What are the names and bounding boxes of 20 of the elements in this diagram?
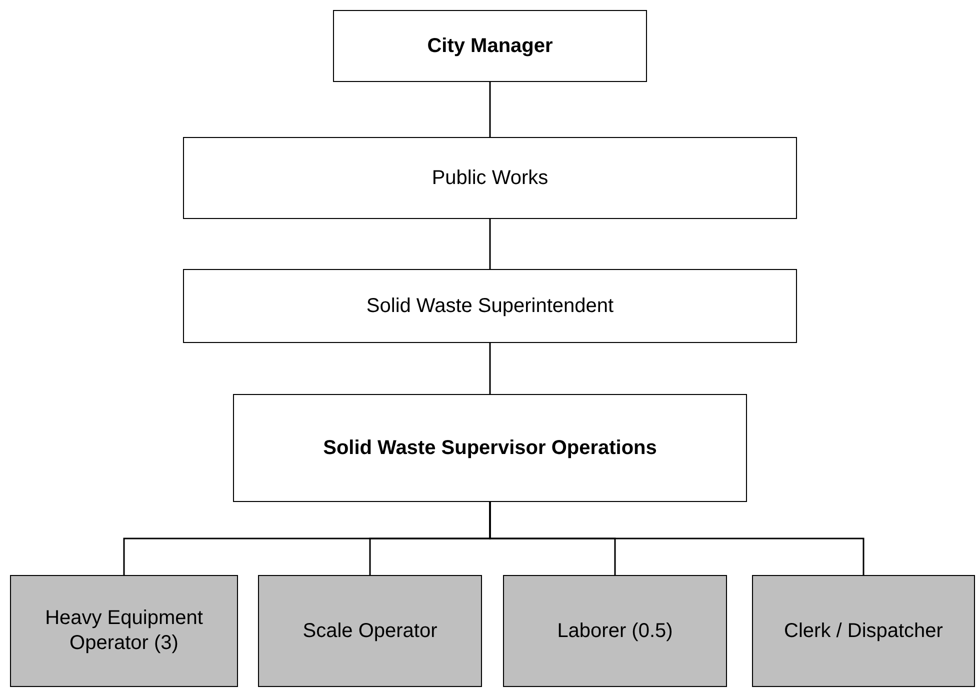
position-box [333,10,647,82]
position-title: Laborer (0.5) [556,618,674,644]
position-title: Scale Operator [302,618,438,644]
position-box [258,575,482,687]
connector-line [489,343,491,394]
connector-line [489,219,491,269]
position-box [183,269,797,343]
position-title: City Manager [426,34,554,58]
position-box [503,575,727,687]
position-box [10,575,238,687]
position-box [752,575,975,687]
connector-line [489,502,864,575]
position-title: Solid Waste Superintendent [365,294,615,318]
position-box [233,394,747,502]
position-title: Solid Waste Supervisor Operations [322,436,658,460]
position-title: Public Works [430,166,550,190]
position-title: Heavy Equipment Operator (3) [44,606,204,656]
position-title: Clerk / Dispatcher [783,618,944,644]
position-box [183,137,797,219]
connector-line [489,82,491,137]
